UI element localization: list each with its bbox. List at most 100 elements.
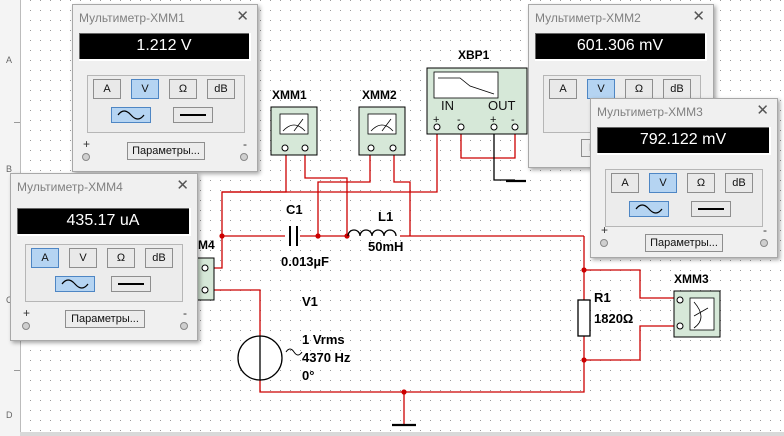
minus-terminal[interactable] (180, 322, 188, 330)
mode-ammeter-button[interactable]: A (93, 79, 121, 99)
ac-mode-button[interactable] (629, 201, 669, 217)
minus-terminal[interactable] (760, 239, 768, 247)
v1-amplitude-label: 1 Vrms (302, 332, 345, 347)
xmm4-label: M4 (198, 238, 215, 252)
wire-xmm3-minus (584, 325, 676, 361)
mode-voltmeter-button[interactable]: V (587, 79, 615, 99)
wire-source-top (205, 289, 261, 336)
wire-xbp-in-plus (222, 132, 438, 193)
plus-terminal[interactable] (600, 239, 608, 247)
close-icon[interactable]: ✕ (236, 7, 249, 25)
ac-mode-button[interactable] (111, 107, 151, 123)
plus-terminal[interactable] (22, 322, 30, 330)
mode-db-button[interactable]: dB (663, 79, 691, 99)
mode-ammeter-button[interactable]: A (611, 173, 639, 193)
xbp-out-wire (493, 132, 515, 181)
resistor-r1[interactable] (577, 299, 591, 337)
multimeter-title: Мультиметр-XMM4 (17, 180, 123, 194)
mode-ohmmeter-button[interactable]: Ω (169, 79, 197, 99)
mode-voltmeter-button[interactable]: V (131, 79, 159, 99)
mode-ohmmeter-button[interactable]: Ω (625, 79, 653, 99)
xbp1-in-label: IN (441, 98, 454, 113)
xbp1-in-minus: - (457, 114, 461, 126)
inductor-l1[interactable] (347, 229, 397, 237)
xmm1-symbol[interactable] (270, 106, 318, 156)
ruler-row-b: B (6, 164, 13, 174)
mode-db-button[interactable]: dB (207, 79, 235, 99)
close-icon[interactable]: ✕ (692, 7, 705, 25)
dc-mode-button[interactable] (173, 107, 213, 123)
multimeter-title: Мультиметр-XMM3 (597, 105, 703, 119)
capacitor-c1[interactable] (289, 226, 298, 246)
multimeter-xmm4-window[interactable]: Мультиметр-XMM4 ✕ 435.17 uA A V Ω dB + -… (10, 173, 198, 341)
junction-dots (219, 233, 587, 395)
sine-wave-icon (61, 279, 89, 289)
r1-value-label: 1820Ω (594, 311, 634, 326)
ruler-tick (14, 370, 20, 371)
xmm3-label: XMM3 (674, 272, 709, 286)
bottom-scrollbar[interactable] (20, 432, 784, 436)
r1-name-label: R1 (594, 290, 611, 305)
parameters-button[interactable]: Параметры... (645, 234, 723, 252)
l1-name-label: L1 (378, 209, 394, 224)
c1-value-label: 0.013µF (281, 254, 329, 269)
plus-terminal[interactable] (82, 153, 90, 161)
v1-phase-label: 0° (302, 368, 315, 383)
mode-voltmeter-button[interactable]: V (649, 173, 677, 193)
xbp1-in-plus: + (433, 114, 440, 126)
multimeter-reading: 792.122 mV (597, 127, 771, 155)
xbp1-out-minus: - (511, 114, 515, 126)
plus-terminal-label: + (83, 137, 91, 151)
mode-ohmmeter-button[interactable]: Ω (107, 248, 135, 268)
dc-mode-button[interactable] (691, 201, 731, 217)
multimeter-xmm3-window[interactable]: Мультиметр-XMM3 ✕ 792.122 mV A V Ω dB + … (590, 98, 778, 258)
ruler-row-c: C (6, 295, 13, 305)
mode-db-button[interactable]: dB (725, 173, 753, 193)
ruler-row-d: D (6, 410, 13, 420)
sine-wave-icon (635, 204, 663, 214)
parameters-button[interactable]: Параметры... (127, 142, 205, 160)
dc-mode-button[interactable] (111, 276, 151, 292)
minus-terminal-label: - (243, 137, 247, 151)
wire-xmm2-plus (317, 155, 371, 236)
wire-xmm2-minus (393, 155, 411, 236)
close-icon[interactable]: ✕ (176, 176, 189, 194)
wire-xbp-in-minus (460, 132, 516, 159)
xmm2-label: XMM2 (362, 88, 397, 102)
xbp1-out-label: OUT (488, 98, 516, 113)
multimeter-reading: 601.306 mV (535, 33, 707, 61)
mode-voltmeter-button[interactable]: V (69, 248, 97, 268)
ruler-tick (14, 122, 20, 123)
wire-xmm3-plus (584, 269, 676, 299)
xbp1-symbol[interactable] (426, 67, 528, 135)
xbp1-out-plus: + (490, 114, 497, 126)
multimeter-xmm1-window[interactable]: Мультиметр-XMM1 ✕ 1.212 V A V Ω dB + - П… (72, 4, 258, 172)
ac-mode-button[interactable] (55, 276, 95, 292)
dc-line-icon (180, 114, 206, 116)
mode-db-button[interactable]: dB (145, 248, 173, 268)
close-icon[interactable]: ✕ (756, 101, 769, 119)
multimeter-reading: 435.17 uA (17, 208, 191, 236)
mode-ohmmeter-button[interactable]: Ω (687, 173, 715, 193)
xmm3-symbol[interactable] (673, 290, 721, 338)
ac-source-v1[interactable] (237, 335, 303, 381)
l1-value-label: 50mH (368, 239, 404, 254)
mode-ammeter-button[interactable]: A (31, 248, 59, 268)
wires (205, 132, 676, 424)
mode-ammeter-button[interactable]: A (549, 79, 577, 99)
multimeter-reading: 1.212 V (79, 33, 251, 61)
parameters-button[interactable]: Параметры... (65, 310, 145, 328)
xbp1-label: XBP1 (458, 48, 490, 62)
minus-terminal-label: - (183, 306, 187, 320)
wire-xmm1-minus (304, 155, 348, 236)
dc-line-icon (118, 283, 144, 285)
wire-bottom (259, 336, 585, 393)
c1-name-label: C1 (286, 202, 303, 217)
xmm2-symbol[interactable] (358, 106, 406, 156)
ground-icon (392, 179, 526, 427)
multimeter-title: Мультиметр-XMM1 (79, 11, 185, 25)
minus-terminal[interactable] (240, 153, 248, 161)
xmm4-symbol[interactable] (193, 257, 215, 301)
v1-name-label: V1 (302, 294, 318, 309)
xmm1-label: XMM1 (272, 88, 307, 102)
